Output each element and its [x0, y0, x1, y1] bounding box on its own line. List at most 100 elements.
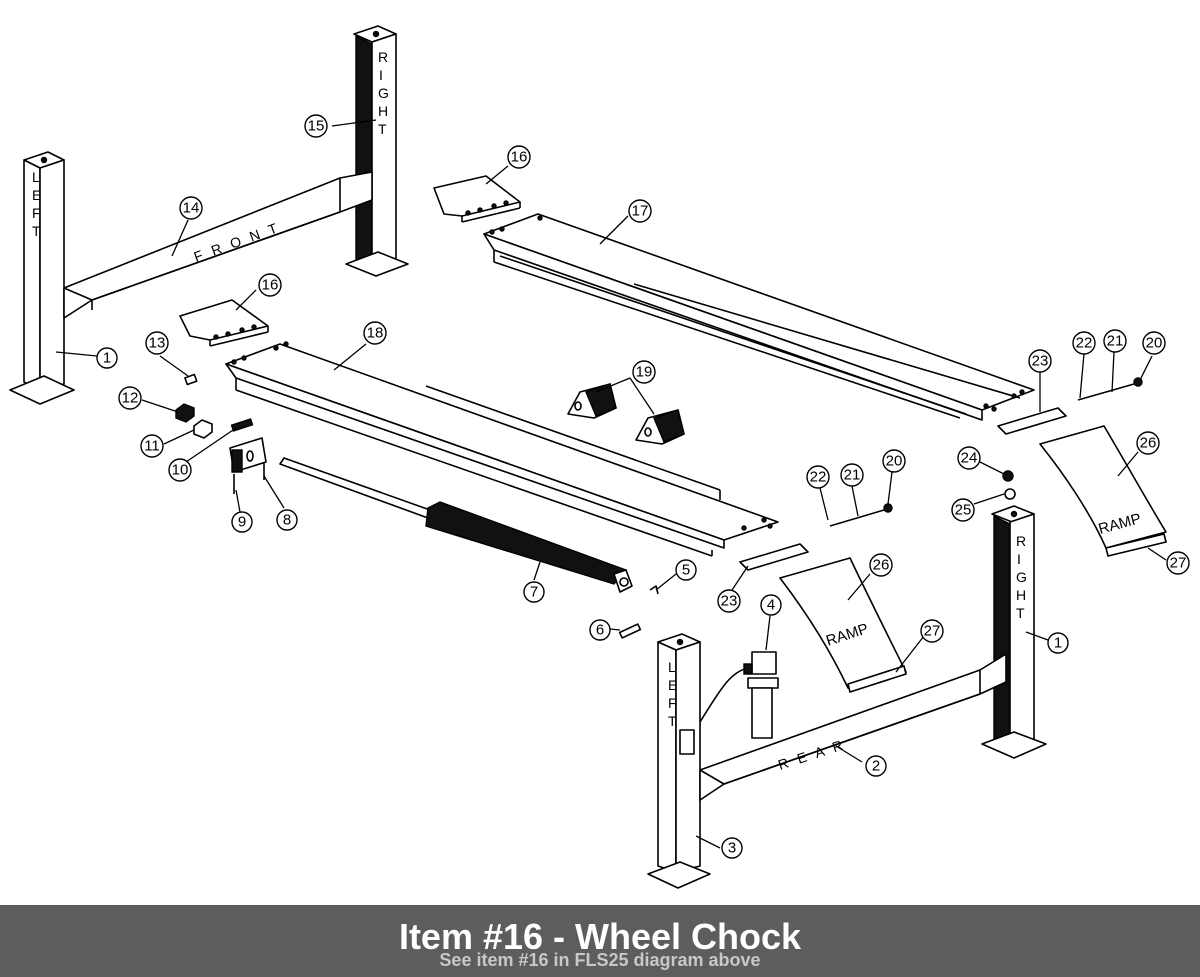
- ramp-center: RAMP: [779, 557, 907, 693]
- hydraulic-cylinder: [279, 457, 633, 593]
- right-letter: R: [1016, 533, 1029, 549]
- callout-12: 12: [118, 386, 142, 410]
- callout-14: 14: [179, 196, 203, 220]
- callout-11: 11: [140, 434, 164, 458]
- left-letter: L: [668, 659, 679, 675]
- callout-2: 2: [865, 755, 887, 777]
- right-letter: H: [1016, 587, 1029, 603]
- svg-text:27: 27: [924, 623, 941, 640]
- svg-text:2: 2: [872, 758, 880, 775]
- callout-1: 1: [1047, 632, 1069, 654]
- left-letter: T: [32, 223, 44, 239]
- callout-23: 23: [1028, 349, 1052, 373]
- post-rear-right: [981, 505, 1047, 759]
- callout-27: 27: [1166, 551, 1190, 575]
- callout-4: 4: [760, 594, 782, 616]
- callout-24: 24: [957, 446, 981, 470]
- runway-left: [225, 341, 779, 557]
- svg-text:8: 8: [283, 512, 291, 529]
- svg-text:25: 25: [955, 502, 972, 519]
- callout-26: 26: [1136, 431, 1160, 455]
- plates-23: [739, 407, 1067, 571]
- callout-18: 18: [363, 321, 387, 345]
- callout-20: 20: [882, 449, 906, 473]
- rear-crossbeam: R E A R: [699, 653, 1007, 801]
- lift-exploded-parts-diagram: L E F T R I G H T F R O N T: [9, 25, 1190, 889]
- right-letter: G: [1016, 569, 1030, 585]
- callout-10: 10: [168, 458, 192, 482]
- svg-text:24: 24: [961, 450, 978, 467]
- svg-text:7: 7: [530, 584, 538, 601]
- callout-21: 21: [1103, 329, 1127, 353]
- svg-text:12: 12: [122, 390, 139, 407]
- right-letter: G: [378, 85, 392, 101]
- right-letter: T: [378, 121, 390, 137]
- svg-text:16: 16: [511, 149, 528, 166]
- post-rear-left: [647, 633, 711, 889]
- right-letter: H: [378, 103, 391, 119]
- svg-text:16: 16: [262, 277, 279, 294]
- svg-text:20: 20: [886, 453, 903, 470]
- callout-3: 3: [721, 837, 743, 859]
- svg-text:10: 10: [172, 462, 189, 479]
- callout-1: 1: [96, 347, 118, 369]
- svg-text:21: 21: [1107, 333, 1124, 350]
- callout-21: 21: [840, 463, 864, 487]
- callout-19: 19: [632, 360, 656, 384]
- svg-text:23: 23: [1032, 353, 1049, 370]
- callout-22: 22: [1072, 331, 1096, 355]
- callout-16: 16: [507, 145, 531, 169]
- svg-text:18: 18: [367, 325, 384, 342]
- svg-text:9: 9: [238, 514, 246, 531]
- left-letter: F: [668, 695, 680, 711]
- svg-text:11: 11: [144, 438, 160, 455]
- hardware-small: [175, 373, 267, 494]
- left-letter: E: [32, 187, 44, 203]
- callout-7: 7: [523, 581, 545, 603]
- callout-13: 13: [145, 331, 169, 355]
- callout-17: 17: [628, 199, 652, 223]
- ramp-right: RAMP: [1039, 425, 1167, 557]
- chock-plate-lower: [179, 299, 269, 347]
- post-right-label: R I G H T: [378, 49, 392, 137]
- svg-text:26: 26: [873, 557, 890, 574]
- svg-text:26: 26: [1140, 435, 1157, 452]
- right-letter: T: [1016, 605, 1028, 621]
- svg-text:23: 23: [721, 593, 738, 610]
- caption-subtitle: See item #16 in FLS25 diagram above: [439, 950, 761, 970]
- callout-25: 25: [951, 498, 975, 522]
- svg-text:4: 4: [767, 597, 775, 614]
- post-front-left: [9, 151, 75, 405]
- svg-text:5: 5: [682, 562, 690, 579]
- svg-text:13: 13: [149, 335, 166, 352]
- svg-text:22: 22: [1076, 335, 1093, 352]
- left-letter: L: [32, 169, 43, 185]
- front-crossbeam: F R O N T: [63, 171, 373, 319]
- svg-text:20: 20: [1146, 335, 1163, 352]
- callout-20: 20: [1142, 331, 1166, 355]
- callout-5: 5: [675, 559, 697, 581]
- right-letter: I: [1017, 551, 1024, 567]
- svg-text:1: 1: [1054, 635, 1062, 652]
- svg-text:14: 14: [183, 200, 200, 217]
- callout-9: 9: [231, 511, 253, 533]
- callout-8: 8: [276, 509, 298, 531]
- svg-text:6: 6: [596, 622, 604, 639]
- caption-title: Item #16 - Wheel Chock: [398, 916, 802, 957]
- svg-text:17: 17: [632, 203, 649, 220]
- callout-16: 16: [258, 273, 282, 297]
- svg-text:3: 3: [728, 840, 736, 857]
- callout-27: 27: [920, 619, 944, 643]
- svg-text:21: 21: [844, 467, 861, 484]
- right-letter: I: [379, 67, 386, 83]
- left-letter: E: [668, 677, 680, 693]
- callout-15: 15: [304, 114, 328, 138]
- caption-bar: Item #16 - Wheel Chock See item #16 in F…: [0, 905, 1200, 977]
- wheel-chocks: [567, 383, 685, 445]
- left-letter: T: [668, 713, 680, 729]
- svg-text:22: 22: [810, 469, 827, 486]
- power-unit: [699, 651, 779, 739]
- chock-plate-upper: [433, 175, 521, 223]
- post-rear-right-label: R I G H T: [1016, 533, 1030, 621]
- post-left-label: L E F T: [32, 169, 44, 239]
